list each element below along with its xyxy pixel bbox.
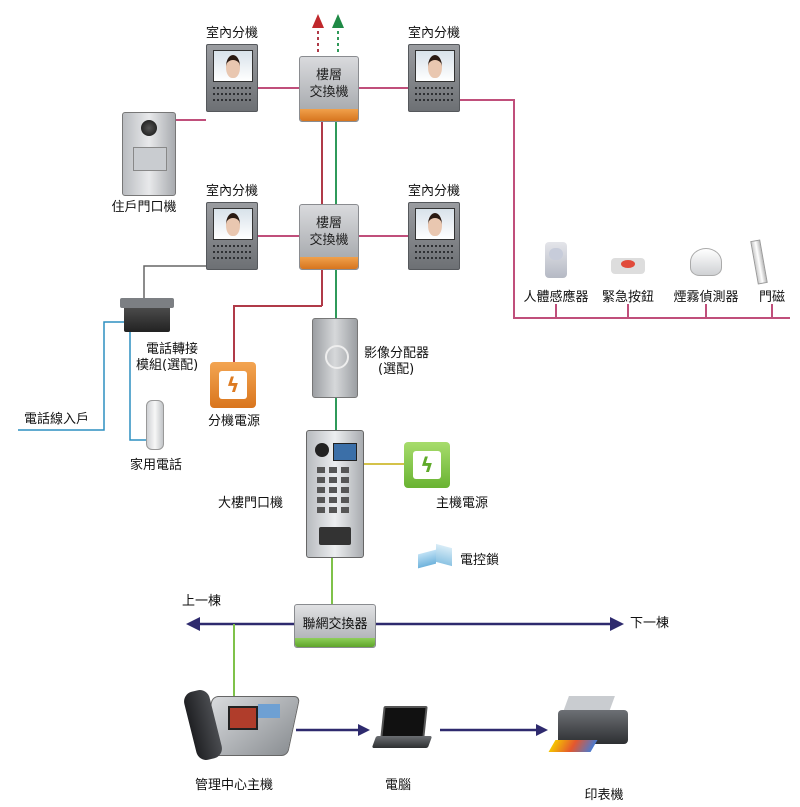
floor-switch-label: 交換機 [309,85,349,100]
tel-module-label-1: 電話轉接 [146,342,199,357]
video-splitter-label-2: (選配) [378,362,415,377]
floor-switch-label: 樓層 [315,68,342,83]
ext-power-wire [233,305,322,362]
next-building-label: 下一棟 [630,616,670,631]
indoor-monitor [206,44,258,112]
tel-line-label: 電話線入戶 [24,412,90,427]
electric-lock [418,543,454,569]
floor-switch-label: 交換機 [309,233,349,248]
alarm-bus [460,99,790,319]
floor-switch-label: 樓層 [315,216,342,231]
laptop-computer [371,706,433,752]
home-phone [146,400,164,450]
motion-label: 人體感應器 [523,290,589,305]
villa-door-station [122,112,176,196]
printer-label: 印表機 [584,788,624,803]
floor-switch: 樓層交換機 [299,204,359,270]
lobby-door-station [306,430,364,558]
lightning-icon: ϟ [219,371,247,399]
floor-switch: 樓層交換機 [299,56,359,122]
tel-line-wire [18,321,124,431]
panic-label: 緊急按鈕 [601,290,655,305]
lightning-icon: ϟ [413,451,441,479]
indoor-unit-label-1: 室內分機 [205,26,259,41]
prev-building-label: 上一棟 [182,594,222,609]
mgmt-label: 管理中心主機 [194,778,274,793]
indoor-unit-label-4: 室內分機 [407,184,461,199]
management-station [181,687,301,770]
wire-tel-module [143,265,206,298]
smoke-label: 煙霧偵測器 [673,290,739,305]
video-splitter-label-1: 影像分配器 [364,346,430,361]
video-splitter [312,318,358,398]
arrow-right-icon [358,724,370,736]
lobby-door-label: 大樓門口機 [218,496,284,511]
arrow-left-icon [186,617,200,631]
indoor-monitor [408,202,460,270]
main-power-label: 主機電源 [436,496,489,511]
network-switch: 聯網交換器 [294,604,376,648]
arrow-up-red-icon [312,14,324,28]
home-phone-wire [129,330,146,441]
home-phone-label: 家用電話 [129,458,183,473]
main-power-supply: ϟ [404,442,450,488]
villa-door-label: 住戶門口機 [111,200,177,215]
motion-sensor [545,242,567,278]
arrow-right-icon [536,724,548,736]
door-mag-label: 門磁 [758,290,786,305]
ext-power-label: 分機電源 [207,414,261,429]
arrow-right-icon [610,617,624,631]
arrow-up-green-icon [332,14,344,28]
pc-label: 電腦 [384,778,412,793]
printer [548,696,632,760]
telephone-module [120,298,174,332]
indoor-monitor [206,202,258,270]
indoor-monitor [408,44,460,112]
smoke-detector [690,248,722,276]
elock-label: 電控鎖 [460,553,500,568]
panic-button [611,258,645,274]
indoor-unit-label-3: 室內分機 [205,184,259,199]
tel-module-label-2: 模組(選配) [136,358,199,373]
indoor-unit-label-2: 室內分機 [407,26,461,41]
ext-power-supply: ϟ [210,362,256,408]
net-switch-label: 聯網交換器 [302,617,368,632]
